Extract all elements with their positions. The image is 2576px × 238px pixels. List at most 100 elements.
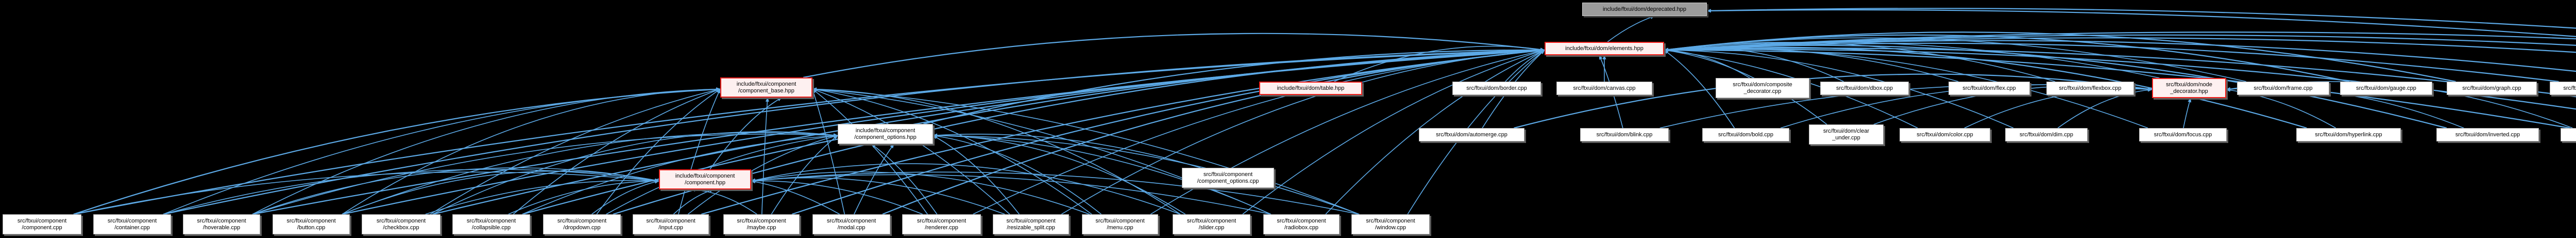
graph-node-border[interactable]: src/ftxui/dom/border.cpp (1452, 82, 1541, 95)
graph-node-maybe[interactable]: src/ftxui/component /maybe.cpp (723, 214, 800, 234)
graph-node-gridbox[interactable]: src/ftxui/dom/gridbox.cpp (2550, 82, 2576, 95)
graph-node-canvas[interactable]: src/ftxui/dom/canvas.cpp (1556, 82, 1652, 95)
graph-node-table_hpp[interactable]: include/ftxui/dom/table.hpp (1259, 82, 1362, 95)
graph-node-composite[interactable]: src/ftxui/dom/composite _decorator.cpp (1716, 78, 1809, 98)
graph-node-dropdown[interactable]: src/ftxui/component /dropdown.cpp (543, 214, 621, 234)
edge-bold-to-elements (1664, 50, 1735, 129)
edge-component_hpp-to-component_base (709, 97, 783, 170)
graph-node-component_hpp[interactable]: include/ftxui/component /component.hpp (659, 169, 751, 189)
graph-node-renderer[interactable]: src/ftxui/component /renderer.cpp (902, 214, 981, 234)
graph-node-window[interactable]: src/ftxui/component /window.cpp (1351, 214, 1430, 234)
edge-input-to-component_hpp (673, 188, 715, 215)
edge-resizable_split-to-component_hpp (751, 177, 1005, 215)
graph-node-inverted[interactable]: src/ftxui/dom/inverted.cpp (2436, 128, 2539, 141)
graph-node-flexbox[interactable]: src/ftxui/dom/flexbox.cpp (2046, 82, 2134, 95)
graph-node-component_cpp[interactable]: src/ftxui/component /component.cpp (3, 214, 81, 234)
graph-node-deprecated[interactable]: include/ftxui/dom/deprecated.hpp (1582, 3, 1707, 16)
edge-hyperlink-to-node_decorator (2226, 88, 2336, 129)
graph-node-input[interactable]: src/ftxui/component /input.cpp (633, 214, 709, 234)
edge-checkbox-to-component_options_hpp (432, 131, 838, 215)
graph-node-hyperlink[interactable]: src/ftxui/dom/hyperlink.cpp (2296, 128, 2401, 141)
edge-elements-to-deprecated (1607, 15, 1655, 42)
edge-dropdown-to-elements (613, 48, 1545, 215)
edge-input-to-component_options_hpp (687, 135, 838, 215)
graph-node-graph_cpp[interactable]: src/ftxui/dom/graph.cpp (2447, 82, 2537, 95)
edge-container-to-elements (163, 48, 1545, 215)
edge-text-to-elements (1664, 31, 2576, 52)
edge-focus-to-node_decorator (2183, 98, 2192, 129)
graph-node-dim[interactable]: src/ftxui/dom/dim.cpp (2005, 128, 2088, 141)
graph-node-resizable_split[interactable]: src/ftxui/component /resizable_split.cpp (993, 214, 1069, 234)
graph-node-gauge[interactable]: src/ftxui/dom/gauge.cpp (2340, 82, 2432, 95)
graph-node-modal[interactable]: src/ftxui/component /modal.cpp (812, 214, 890, 234)
edge-component_cpp-to-elements (73, 48, 1545, 215)
edge-dropdown-to-component_base (596, 88, 721, 215)
graph-node-checkbox[interactable]: src/ftxui/component /checkbox.cpp (362, 214, 440, 234)
graph-node-flex[interactable]: src/ftxui/dom/flex.cpp (1948, 82, 2030, 95)
graph-node-hoverable[interactable]: src/ftxui/component /hoverable.cpp (183, 214, 260, 234)
edge-hoverable-to-component_hpp (252, 167, 659, 215)
graph-node-color[interactable]: src/ftxui/dom/color.cpp (1900, 128, 1990, 141)
graph-node-component_options_cpp[interactable]: src/ftxui/component /component_options.c… (1182, 168, 1274, 188)
edge-container-to-component_hpp (163, 169, 659, 215)
edge-scroll_indicator-to-elements (1664, 47, 2576, 98)
edge-dropdown-to-component_options_hpp (606, 134, 838, 215)
edge-hoverable-to-component_options_hpp (252, 133, 838, 215)
graph-node-radiobox[interactable]: src/ftxui/component /radiobox.cpp (1263, 214, 1340, 234)
edge-modal-to-component_hpp (751, 180, 840, 215)
edge-collapsible-to-component_base (513, 88, 721, 215)
edge-group (73, 8, 2576, 215)
graph-node-automerge[interactable]: src/ftxui/dom/automerge.cpp (1419, 128, 1524, 141)
edge-window-to-component_base (812, 87, 1360, 215)
edge-component_cpp-to-component_hpp (73, 171, 659, 215)
edge-reflect-to-deprecated (1706, 9, 2576, 37)
edge-resizable_split-to-elements (1061, 49, 1545, 215)
edge-composite-to-elements (1664, 48, 1750, 78)
graph-node-bold[interactable]: src/ftxui/dom/bold.cpp (1702, 128, 1789, 141)
edge-table_hpp-to-elements (1334, 45, 1545, 82)
edge-slider-to-elements (1242, 49, 1545, 215)
graph-node-button[interactable]: src/ftxui/component /button.cpp (273, 214, 350, 234)
edge-radiobox-to-elements (1325, 50, 1545, 215)
edge-linear_gradient-to-elements (1664, 48, 2576, 110)
graph-node-slider[interactable]: src/ftxui/component /slider.cpp (1173, 214, 1250, 234)
edge-modal-to-component_options_hpp (854, 144, 894, 215)
edge-checkbox-to-component_hpp (425, 179, 659, 215)
edge-radiobox-to-component_options_hpp (933, 134, 1272, 215)
edge-maybe-to-component_base (761, 97, 769, 215)
graph-node-blink[interactable]: src/ftxui/dom/blink.cpp (1580, 128, 1669, 141)
edge-component_base-to-elements (803, 33, 1545, 78)
edge-italic-to-elements (1664, 48, 2570, 129)
graph-node-focus[interactable]: src/ftxui/dom/focus.cpp (2139, 128, 2227, 141)
edge-node_decorator-to-elements (1664, 41, 2160, 78)
graph-node-elements[interactable]: include/ftxui/dom/elements.hpp (1545, 42, 1664, 55)
graph-node-node_decorator[interactable]: src/ftxui/dom/node _decorator.hpp (2152, 78, 2226, 98)
edge-window-to-elements (1407, 50, 1545, 215)
graph-node-clear_under[interactable]: src/ftxui/dom/clear _under.cpp (1809, 124, 1884, 145)
graph-node-component_base[interactable]: include/ftxui/component /component_base.… (720, 77, 812, 98)
graph-node-container[interactable]: src/ftxui/component /container.cpp (93, 214, 171, 234)
graph-node-frame[interactable]: src/ftxui/dom/frame.cpp (2237, 82, 2329, 95)
edge-input-to-component_base (678, 88, 721, 215)
graph-node-menu[interactable]: src/ftxui/component /menu.cpp (1082, 214, 1158, 234)
edge-maybe-to-component_hpp (690, 187, 757, 215)
edge-checkbox-to-component_base (430, 88, 721, 215)
edge-gauge-to-elements (1664, 34, 2350, 83)
edge-automerge-to-node_decorator (1514, 73, 2153, 129)
graph-node-italic[interactable]: src/ftxui/dom/italic.cpp (2561, 128, 2576, 141)
edge-dim-to-node_decorator (2057, 88, 2153, 129)
graph-node-collapsible[interactable]: src/ftxui/component /collapsible.cpp (452, 214, 530, 234)
edge-window-to-component_hpp (751, 171, 1360, 215)
graph-node-dbox[interactable]: src/ftxui/dom/dbox.cpp (1820, 82, 1909, 95)
edge-slider-to-component_options_hpp (933, 134, 1186, 215)
edge-renderer-to-component_hpp (751, 179, 923, 215)
edge-clear_under-to-elements (1664, 49, 1827, 125)
edge-radiobox-to-component_hpp (751, 174, 1271, 215)
edge-collapsible-to-component_options_hpp (522, 134, 838, 215)
edge-color-to-elements (1664, 49, 1918, 129)
edge-modal-to-component_base (812, 88, 845, 215)
graph-node-component_options_hpp[interactable]: include/ftxui/component /component_optio… (838, 124, 933, 144)
edge-menu-to-component_base (812, 88, 1092, 215)
